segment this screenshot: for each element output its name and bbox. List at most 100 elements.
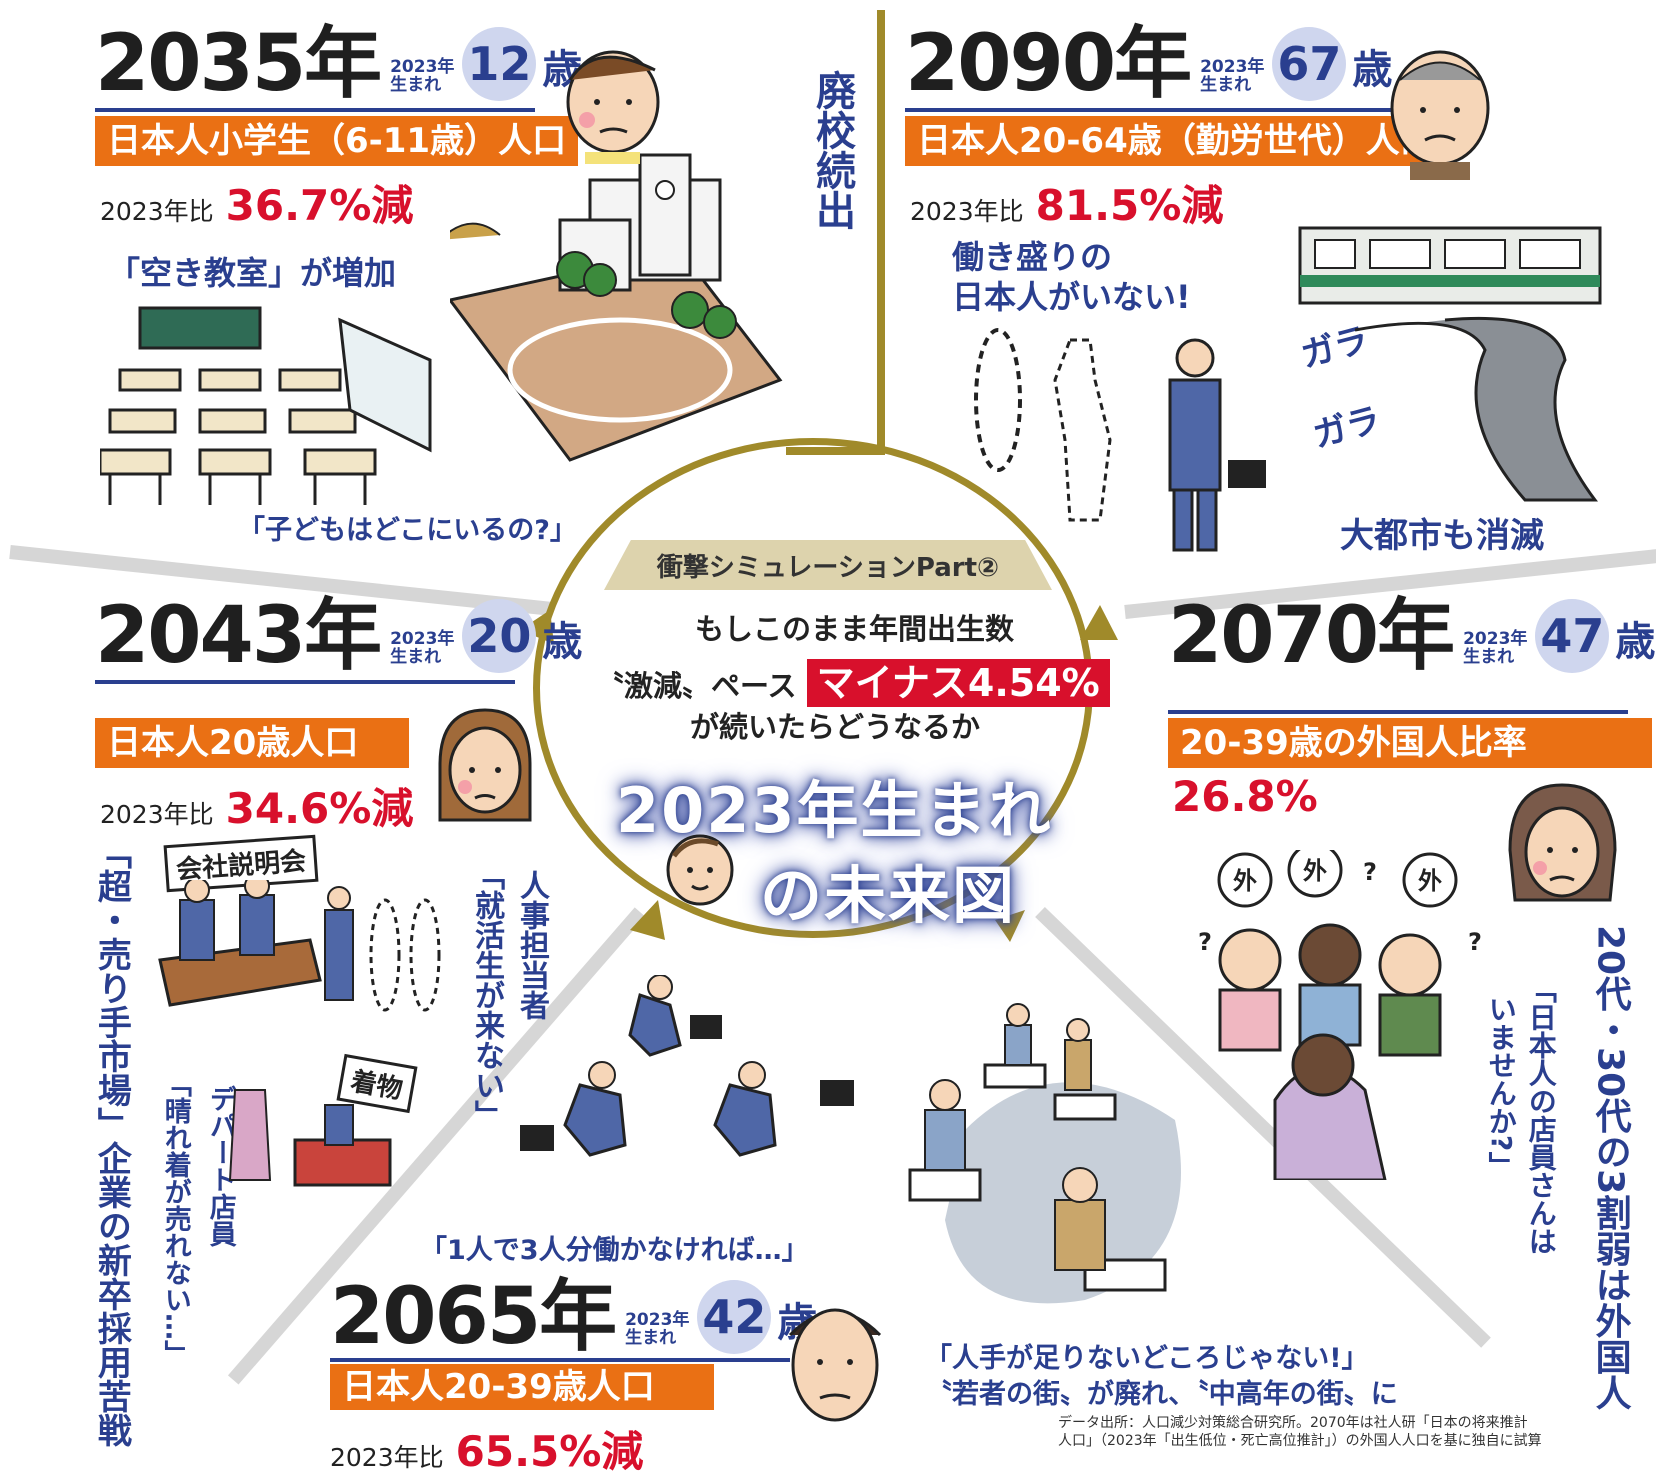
compare-label: 2023年比 <box>910 197 1024 226</box>
foreign-staff-illustration: 外 外 外 ? ? ? <box>1198 850 1482 1180</box>
rule-2035 <box>95 108 535 112</box>
arrow-left-icon <box>520 610 554 644</box>
born-label-bottom: 生まれ <box>625 1328 677 1349</box>
metric-bar-2035: 日本人小学生（6-11歳）人口 <box>95 116 579 166</box>
year-row-2070: 2070年 2023年生まれ 47 歳 <box>1168 597 1655 675</box>
running-workers-illustration <box>520 975 854 1157</box>
compare-value-2035: 36.7%減 <box>225 181 414 230</box>
born-label-bottom: 生まれ <box>1463 647 1515 668</box>
elder-face-illustration <box>1390 50 1490 180</box>
age-unit: 歳 <box>542 619 583 665</box>
vertical-2070-main: 20代・30代の3割弱は外国人 <box>1589 925 1631 1411</box>
compare-2043: 2023年比 34.6%減 <box>100 775 413 836</box>
lead-line-2-pre: 〝激減〟ペース <box>595 669 797 703</box>
compare-value-2065: 65.5%減 <box>455 1427 644 1476</box>
question-mark-3: ? <box>1468 928 1482 956</box>
compare-label: 2023年比 <box>330 1443 444 1472</box>
compare-label: 2023年比 <box>100 197 214 226</box>
bubble-foreign-3: 外 <box>1418 867 1442 895</box>
age-badge: 12 <box>462 27 537 101</box>
source-line-2: 人口」（2023年「出生低位・死亡高位推計」）の外国人人口を基に独自に試算 <box>1058 1433 1542 1450</box>
born-label: 2023年生まれ <box>1200 57 1265 96</box>
born-label-top: 2023年 <box>1463 629 1528 650</box>
arrow-bottom-left-icon <box>630 900 665 940</box>
woman-worried-face-illustration <box>1508 783 1617 902</box>
born-label-bottom: 生まれ <box>390 647 442 668</box>
metric-bar-2043: 日本人20歳人口 <box>95 718 409 768</box>
rule-2070 <box>1168 710 1628 714</box>
caption-2090-city: 大都市も消滅 <box>1340 516 1544 556</box>
caption-2035: 「空き教室」が増加 <box>108 254 397 292</box>
school-illustration <box>450 153 783 462</box>
vertical-2043-hr-quote: 「就活生が来ない」 <box>469 860 504 1130</box>
lead-line-3: が続いたらどうなるか <box>690 710 981 744</box>
data-source-note: データ出所：人口減少対策総合研究所。2070年は社人研「日本の将来推計 人口」（… <box>1058 1414 1648 1450</box>
arrow-bottom-right-icon <box>995 910 1025 942</box>
age-badge: 42 <box>697 1280 772 1354</box>
simulation-tag: 衝撃シミュレーションPart② <box>604 540 1052 590</box>
born-label-top: 2023年 <box>625 1310 690 1331</box>
born-label-top: 2023年 <box>1200 57 1265 78</box>
age-badge: 20 <box>462 599 537 673</box>
briefing-illustration <box>158 880 441 1012</box>
compare-value-2043: 34.6%減 <box>225 784 414 833</box>
question-mark-2: ? <box>1363 858 1377 886</box>
arrow-right-icon <box>1080 605 1118 640</box>
vertical-2043-dept-quote: 「晴れ着が売れない…」 <box>159 1070 191 1367</box>
vertical-2043-main: 「超・売り手市場」企業の新卒採用苦戦 <box>91 835 132 1447</box>
woman-face-illustration <box>438 708 532 822</box>
born-label: 2023年生まれ <box>390 57 455 96</box>
born-label-bottom: 生まれ <box>1200 75 1252 96</box>
bubble-foreign-1: 外 <box>1233 867 1257 895</box>
kimono-store-illustration <box>228 1089 392 1187</box>
born-label-top: 2023年 <box>390 629 455 650</box>
main-title-line-2: の未来図 <box>760 859 1017 932</box>
born-label-top: 2023年 <box>390 57 455 78</box>
compare-value-2070: 26.8% <box>1172 772 1318 821</box>
birth-decline-rate: マイナス4.54% <box>806 659 1110 707</box>
main-title-line-1: 2023年生まれ <box>616 774 1053 847</box>
year-row-2035: 2035年 2023年生まれ 12 歳 <box>95 25 582 103</box>
born-label: 2023年生まれ <box>625 1310 690 1349</box>
year-2090: 2090年 <box>905 19 1192 109</box>
year-row-2043: 2043年 2023年生まれ 20 歳 <box>95 597 582 675</box>
year-2035: 2035年 <box>95 19 382 109</box>
compare-label: 2023年比 <box>100 800 214 829</box>
boy-face-illustration <box>566 50 660 164</box>
compare-2070: 26.8% <box>1172 772 1318 821</box>
compare-2090: 2023年比 81.5%減 <box>910 172 1223 233</box>
rule-2043 <box>95 680 515 684</box>
cycle-arrow-icons <box>520 605 1118 942</box>
caption-2090-line-1: 働き盛りの <box>952 238 1113 276</box>
divider-top <box>877 10 885 455</box>
age-unit: 歳 <box>1352 47 1393 93</box>
born-label: 2023年生まれ <box>1463 629 1528 668</box>
metric-bar-2070: 20-39歳の外国人比率 <box>1168 718 1652 768</box>
quote-2065-town: 〝若者の街〟が廃れ、〝中高年の街〟に <box>925 1379 1398 1410</box>
age-badge: 67 <box>1272 27 1347 101</box>
aging-town-illustration <box>908 1003 1181 1304</box>
vertical-2035: 廃校続出 <box>809 70 855 230</box>
train-highway-illustration <box>1298 226 1602 502</box>
bubble-foreign-2: 外 <box>1303 857 1327 885</box>
caption-2090-line-2: 日本人がいない! <box>952 278 1191 316</box>
compare-2065: 2023年比 65.5%減 <box>330 1418 643 1479</box>
born-label-bottom: 生まれ <box>390 75 442 96</box>
vertical-2070-quote-2: いませんか?」 <box>1484 995 1518 1180</box>
baby-face-illustration <box>666 834 734 906</box>
rule-2090 <box>905 108 1425 112</box>
rule-2065 <box>330 1358 790 1362</box>
year-2065: 2065年 <box>330 1272 617 1362</box>
year-2043: 2043年 <box>95 591 382 681</box>
vertical-2043-hr: 人事担当者 <box>514 870 549 1020</box>
metric-bar-2090: 日本人20-64歳（勤労世代）人口 <box>905 116 1446 166</box>
compare-value-2090: 81.5%減 <box>1035 181 1224 230</box>
quote-2065: 「1人で3人分働かなければ…」 <box>420 1235 809 1266</box>
classroom-illustration <box>100 306 432 505</box>
question-mark-1: ? <box>1198 928 1212 956</box>
born-label: 2023年生まれ <box>390 629 455 668</box>
quote-2035: 「子どもはどこにいるの?」 <box>238 515 577 546</box>
age-unit: 歳 <box>1615 619 1656 665</box>
source-line-1: データ出所：人口減少対策総合研究所。2070年は社人研「日本の将来推計 <box>1058 1415 1528 1431</box>
metric-bar-2065: 日本人20-39歳人口 <box>330 1364 714 1410</box>
